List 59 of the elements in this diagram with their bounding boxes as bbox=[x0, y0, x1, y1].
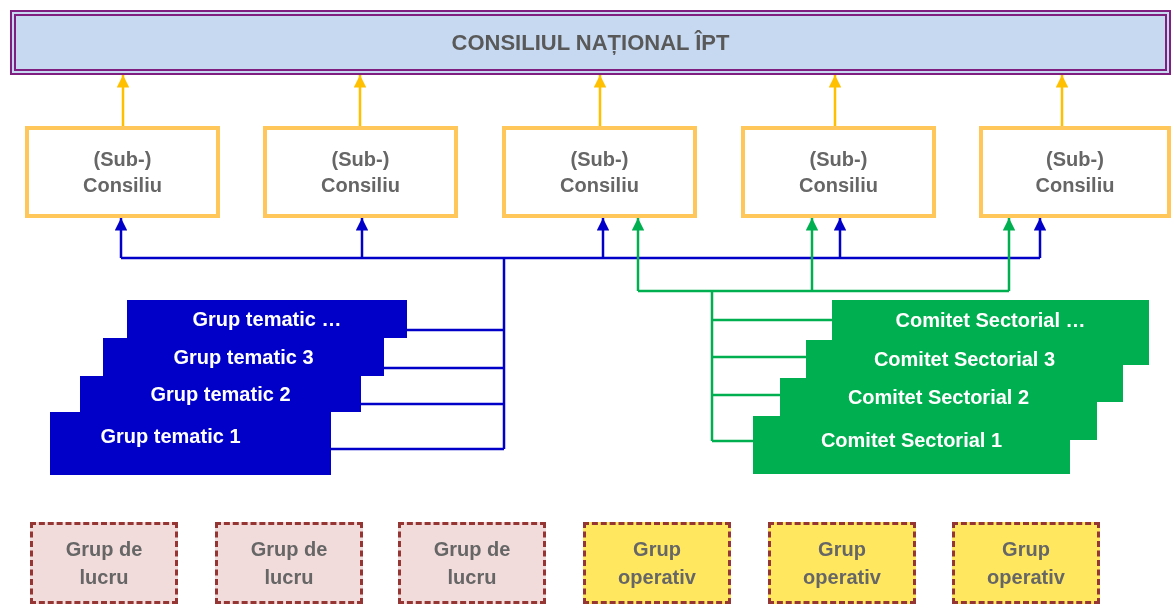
node-label: Grup de lucru bbox=[64, 537, 144, 590]
connector-arrow bbox=[1055, 75, 1069, 126]
node-label: Grup operativ bbox=[802, 537, 882, 590]
node-label: (Sub-) Consiliu bbox=[559, 147, 640, 198]
connector-arrow bbox=[1033, 218, 1047, 258]
node-label: Grup operativ bbox=[617, 537, 697, 590]
node-label: Comitet Sectorial 3 bbox=[873, 347, 1056, 371]
node-label: Grup operativ bbox=[986, 537, 1066, 590]
work-group-box bbox=[398, 522, 546, 604]
work-group-box bbox=[30, 522, 178, 604]
node-label: Grup de lucru bbox=[432, 537, 512, 590]
node-label: Comitet Sectorial 2 bbox=[847, 385, 1030, 409]
council-box bbox=[263, 126, 458, 218]
council-box bbox=[979, 126, 1171, 218]
connector-arrow bbox=[1002, 218, 1016, 291]
connector-line bbox=[407, 328, 504, 332]
node-label: CONSILIUL NAȚIONAL ÎPT bbox=[451, 29, 730, 57]
operative-group-box bbox=[768, 522, 916, 604]
node-label: Grup tematic 2 bbox=[150, 382, 291, 406]
node-label: Grup tematic 1 bbox=[100, 424, 241, 448]
node-label: (Sub-) Consiliu bbox=[1034, 147, 1116, 198]
council-box bbox=[502, 126, 697, 218]
node-label: (Sub-) Consiliu bbox=[798, 147, 879, 198]
node-label: (Sub-) Consiliu bbox=[320, 147, 401, 198]
connector-arrow bbox=[596, 218, 610, 258]
connector-line bbox=[331, 447, 504, 451]
connector-arrow bbox=[631, 218, 645, 291]
node-label: Grup tematic 3 bbox=[173, 345, 314, 369]
connector-arrow bbox=[114, 218, 128, 258]
node-label: Grup tematic … bbox=[192, 307, 342, 331]
council-box bbox=[25, 126, 220, 218]
connector-line bbox=[712, 318, 832, 322]
sector-committee-box bbox=[832, 300, 1149, 340]
connector-arrow bbox=[355, 218, 369, 258]
sector-committee-box bbox=[753, 416, 1070, 474]
connector-line bbox=[361, 402, 504, 406]
connector-arrow bbox=[353, 75, 367, 126]
connector-arrow bbox=[805, 218, 819, 291]
connector-line bbox=[119, 256, 1042, 451]
work-group-box bbox=[215, 522, 363, 604]
council-banner bbox=[10, 10, 1171, 75]
connector-line bbox=[712, 439, 753, 443]
node-label: (Sub-) Consiliu bbox=[82, 147, 163, 198]
connector-arrow bbox=[593, 75, 607, 126]
theme-group-box bbox=[127, 300, 407, 338]
node-label: Grup de lucru bbox=[249, 537, 329, 590]
theme-group-box bbox=[50, 412, 331, 475]
node-label: Comitet Sectorial … bbox=[895, 308, 1086, 332]
connector-line bbox=[636, 289, 1011, 443]
connector-line bbox=[712, 355, 806, 359]
operative-group-box bbox=[583, 522, 731, 604]
connector-line bbox=[712, 393, 780, 397]
connector-arrow bbox=[116, 75, 130, 126]
connector-arrow bbox=[833, 218, 847, 258]
connector-arrow bbox=[828, 75, 842, 126]
operative-group-box bbox=[952, 522, 1100, 604]
council-box bbox=[741, 126, 936, 218]
node-label: Comitet Sectorial 1 bbox=[820, 428, 1003, 452]
connector-line bbox=[384, 366, 504, 370]
